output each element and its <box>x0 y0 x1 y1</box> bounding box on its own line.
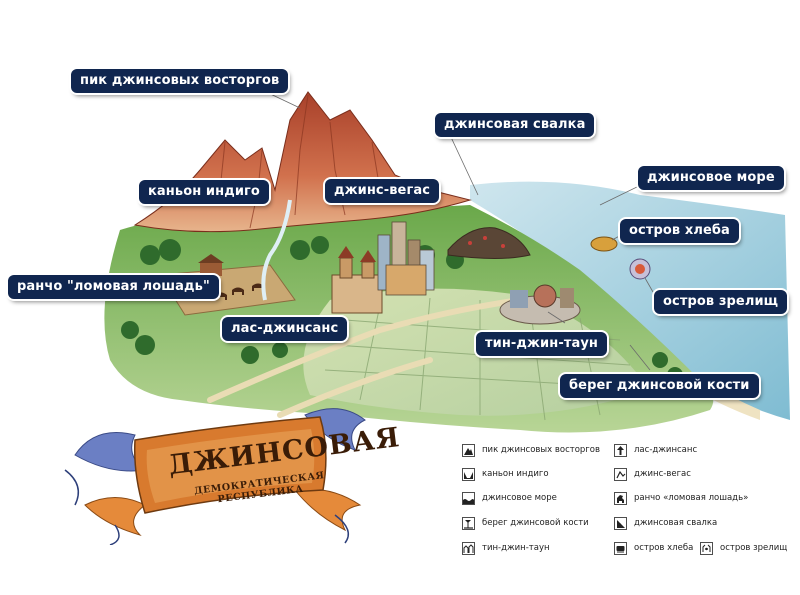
town-icon <box>462 541 475 555</box>
legend-label: берег джинсовой кости <box>482 518 589 528</box>
label-dump: джинсовая свалка <box>435 113 595 137</box>
label-vegas: джинс-вегас <box>325 179 440 203</box>
horse-icon <box>614 491 627 505</box>
island-bread <box>590 236 618 252</box>
legend-label: каньон индиго <box>482 469 549 479</box>
legend-label: остров хлеба <box>634 543 694 553</box>
legend-item-shore: берег джинсовой кости <box>462 515 589 531</box>
spectacle-icon <box>700 541 713 555</box>
legend-item-lasjeans: лас-джинсанс <box>614 442 697 458</box>
legend-item-peak: пик джинсовых восторгов <box>462 442 600 458</box>
beach-icon <box>462 516 475 530</box>
sea-wave-icon <box>462 491 475 505</box>
building-icon <box>614 467 627 481</box>
legend-item-bread: остров хлеба <box>614 540 693 556</box>
dump-hill <box>447 227 531 259</box>
label-ranch: ранчо "ломовая лошадь" <box>8 275 219 299</box>
legend-label: джинсовая свалка <box>634 518 718 528</box>
legend-label: лас-джинсанс <box>634 445 698 455</box>
legend-label: ранчо «ломовая лошадь» <box>634 493 749 503</box>
legend-label: пик джинсовых восторгов <box>482 445 600 455</box>
legend-item-vegas: джинс-вегас <box>614 466 691 482</box>
legend-label: тин-джин-таун <box>482 543 550 553</box>
castle-las-jeans <box>331 246 383 314</box>
label-peak: пик джинсовых восторгов <box>71 69 289 93</box>
label-sea: джинсовое море <box>638 166 784 190</box>
label-tintown: тин-джин-таун <box>476 332 608 356</box>
legend-item-tintown: тин-джин-таун <box>462 540 550 556</box>
legend-item-spectacle: остров зрелищ <box>700 540 787 556</box>
label-bread: остров хлеба <box>620 219 739 243</box>
label-spectacle: остров зрелищ <box>654 290 788 314</box>
legend-label: джинсовое море <box>482 493 557 503</box>
title-banner <box>64 408 366 545</box>
city-jeans-vegas <box>377 221 435 296</box>
label-shore: берег джинсовой кости <box>560 374 759 398</box>
label-canyon: каньон индиго <box>139 180 269 204</box>
legend-item-canyon: каньон индиго <box>462 466 549 482</box>
legend-item-sea: джинсовое море <box>462 490 557 506</box>
dump-icon <box>614 516 627 530</box>
legend-item-dump: джинсовая свалка <box>614 515 717 531</box>
legend: пик джинсовых восторгов каньон индиго дж… <box>462 440 794 564</box>
legend-label: остров зрелищ <box>720 543 788 553</box>
legend-item-ranch: ранчо «ломовая лошадь» <box>614 490 748 506</box>
bread-island-icon <box>614 541 627 555</box>
label-lasjeans: лас-джинсанс <box>222 317 348 341</box>
arrow-up-icon <box>614 443 627 457</box>
mountain-peak-icon <box>462 443 475 457</box>
mountain-range <box>133 91 472 233</box>
legend-label: джинс-вегас <box>634 469 691 479</box>
canyon-icon <box>462 467 475 481</box>
town-tin-jean <box>499 284 581 325</box>
